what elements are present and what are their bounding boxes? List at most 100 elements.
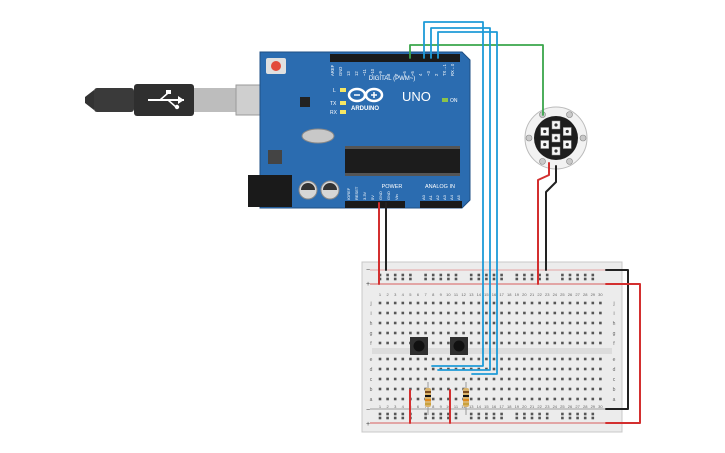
- column-number-top: 16: [492, 292, 497, 297]
- column-number-bottom: 22: [537, 404, 542, 409]
- rx-led-label: RX: [330, 110, 338, 116]
- column-number-top: 24: [553, 292, 558, 297]
- power-pin-label: IOREF: [346, 187, 351, 200]
- resistor-2: [463, 382, 469, 415]
- column-number-top: 25: [560, 292, 565, 297]
- column-number-top: 6: [417, 292, 420, 297]
- column-number-top: 22: [537, 292, 542, 297]
- neopixel-led: [551, 133, 561, 143]
- column-number-bottom: 9: [440, 404, 443, 409]
- row-letter-right: a: [613, 397, 616, 403]
- resistor-1: [425, 382, 431, 415]
- wires: [378, 21, 641, 424]
- power-pin-label: 3.3V: [362, 191, 367, 200]
- wire-rail-gnd-jumper: [605, 269, 629, 410]
- digital-header: [330, 54, 460, 62]
- usb-icon: [148, 90, 184, 110]
- row-letter-left: e: [370, 357, 373, 363]
- neopixel-led: [551, 146, 561, 156]
- digital-pin-label: 12: [354, 71, 359, 76]
- rail-plus-top: +: [366, 281, 370, 288]
- column-number-bottom: 23: [545, 404, 550, 409]
- column-number-bottom: 8: [432, 404, 435, 409]
- row-letter-left: f: [370, 341, 372, 347]
- row-letter-right: i: [613, 311, 614, 317]
- rail-plus-bottom: +: [366, 421, 370, 428]
- wire-rail-pwr-jumper: [605, 283, 641, 424]
- atmega-chip: [345, 148, 460, 174]
- neopixel-led: [540, 127, 549, 136]
- wire-pin4: [437, 31, 498, 375]
- neopixel-pad: [579, 134, 587, 142]
- power-header: [345, 201, 405, 208]
- row-letter-left: d: [370, 367, 373, 373]
- digital-pin-label: ~3: [426, 71, 431, 76]
- digital-pin-label: 4: [418, 73, 423, 76]
- column-number-bottom: 18: [507, 404, 512, 409]
- digital-pin-label: ~10: [370, 68, 375, 76]
- power-pin-label: GND: [386, 191, 391, 200]
- row-letter-right: f: [613, 341, 615, 347]
- neopixel-led: [563, 140, 572, 149]
- analog-pin-label: A4: [449, 194, 454, 200]
- neopixel-led: [551, 120, 561, 130]
- column-number-top: 8: [432, 292, 435, 297]
- model-label: UNO: [402, 89, 431, 104]
- on-led: [442, 98, 448, 102]
- analog-pin-label: A0: [421, 194, 426, 200]
- pushbutton-2[interactable]: [450, 337, 468, 355]
- column-number-top: 10: [446, 292, 451, 297]
- pushbutton-1[interactable]: [410, 337, 428, 355]
- column-number-bottom: 3: [394, 404, 397, 409]
- row-letter-left: j: [369, 301, 371, 307]
- power-jack: [248, 175, 292, 207]
- brand-label: ARDUINO: [351, 106, 379, 112]
- column-number-bottom: 6: [417, 404, 420, 409]
- column-number-top: 4: [402, 292, 405, 297]
- neopixel-jewel: [524, 106, 588, 170]
- breadboard: − + − + 11223344556677889910101111121213…: [361, 261, 623, 433]
- column-number-bottom: 17: [499, 404, 504, 409]
- usb-cable: [85, 84, 267, 116]
- column-number-top: 2: [386, 292, 389, 297]
- column-number-top: 7: [424, 292, 427, 297]
- column-number-top: 9: [440, 292, 443, 297]
- row-letter-left: c: [370, 377, 373, 383]
- on-led-label: ON: [450, 98, 458, 104]
- column-number-bottom: 19: [515, 404, 520, 409]
- column-number-top: 21: [530, 292, 535, 297]
- digital-pin-label: 7: [394, 73, 399, 76]
- column-number-bottom: 4: [402, 404, 405, 409]
- row-letter-left: h: [370, 321, 373, 327]
- column-number-bottom: 24: [553, 404, 558, 409]
- column-number-top: 5: [409, 292, 412, 297]
- power-pin-label: Vin: [394, 194, 399, 200]
- wire-neo-gnd: [545, 165, 557, 271]
- analog-pin-label: A2: [435, 194, 440, 200]
- column-number-bottom: 11: [454, 404, 459, 409]
- row-letter-left: a: [370, 397, 373, 403]
- analog-pin-label: A1: [428, 194, 433, 200]
- wire-pin5: [430, 27, 491, 371]
- tx-led: [340, 101, 346, 105]
- column-number-top: 15: [484, 292, 489, 297]
- rx-led: [340, 110, 346, 114]
- column-number-top: 12: [461, 292, 466, 297]
- column-number-top: 23: [545, 292, 550, 297]
- rail-minus-top: −: [366, 267, 370, 274]
- wire-neo-power: [537, 162, 550, 285]
- reset-button[interactable]: [271, 61, 281, 71]
- row-letter-right: e: [613, 357, 616, 363]
- neopixel-pad: [539, 158, 546, 165]
- column-number-top: 27: [575, 292, 580, 297]
- digital-pin-label: RX←0: [450, 63, 455, 76]
- power-pin-label: RESET: [354, 186, 359, 200]
- column-number-bottom: 21: [530, 404, 535, 409]
- digital-header-label: DIGITAL (PWM~): [369, 76, 416, 82]
- row-letter-right: d: [613, 367, 616, 373]
- row-letter-left: g: [370, 331, 373, 337]
- column-number-top: 13: [469, 292, 474, 297]
- digital-pin-label: ~5: [410, 71, 415, 76]
